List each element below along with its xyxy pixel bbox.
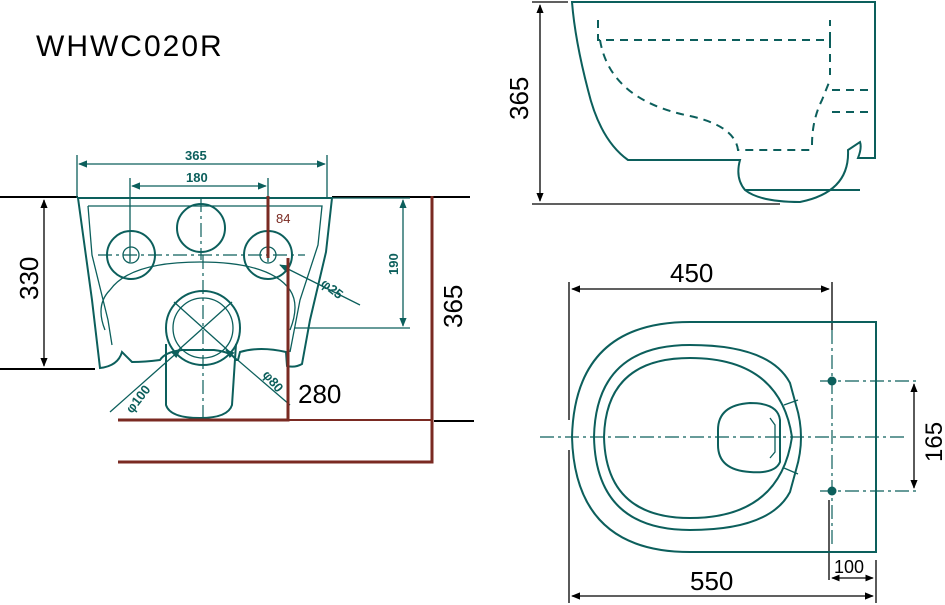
top-outlet-inner <box>769 417 776 459</box>
dimension-100-label: 100 <box>834 557 864 577</box>
top-view: 450 550 100 165 <box>540 258 945 603</box>
top-hinge-lower <box>783 467 799 475</box>
dia100-leader <box>109 349 181 413</box>
dimension-365-height-label: 365 <box>438 285 468 328</box>
top-rim <box>592 343 802 532</box>
dia25-label: φ25 <box>318 276 346 302</box>
fixing-hole-lower <box>827 486 837 496</box>
dimension-side-365-label: 365 <box>504 77 534 120</box>
front-view: 330 365 180 φ25 φ1 <box>0 148 474 464</box>
fixing-hole-upper <box>827 376 837 386</box>
dimension-330-label: 330 <box>14 257 44 300</box>
dimension-550-label: 550 <box>690 566 733 596</box>
top-outlet <box>717 401 781 474</box>
top-hinge-upper <box>783 399 799 406</box>
dimension-190-label: 190 <box>386 253 401 275</box>
pipe-365-line <box>118 196 434 464</box>
dia80-leader <box>225 349 291 406</box>
dimension-165-label: 165 <box>921 422 945 462</box>
side-inner-bowl <box>597 20 831 151</box>
dia25-leader <box>279 264 361 306</box>
dimension-180-label: 180 <box>186 170 208 185</box>
dimension-450-label: 450 <box>670 258 713 288</box>
top-bowl <box>602 356 794 520</box>
dimension-365-width-label: 365 <box>185 148 207 163</box>
model-code-title: WHWC020R <box>36 30 224 63</box>
bowl-rim <box>100 261 296 331</box>
outlet-cross-2 <box>173 301 233 355</box>
pan-inner-outline <box>87 205 323 353</box>
dimension-84-label: 84 <box>276 211 290 226</box>
outlet-pipe <box>165 343 237 420</box>
dia80-label: φ80 <box>260 367 287 395</box>
side-inner-trap <box>811 79 831 146</box>
side-view: 365 <box>504 1 876 205</box>
dia100-label: φ100 <box>123 382 154 416</box>
dimension-280-label: 280 <box>298 379 341 409</box>
